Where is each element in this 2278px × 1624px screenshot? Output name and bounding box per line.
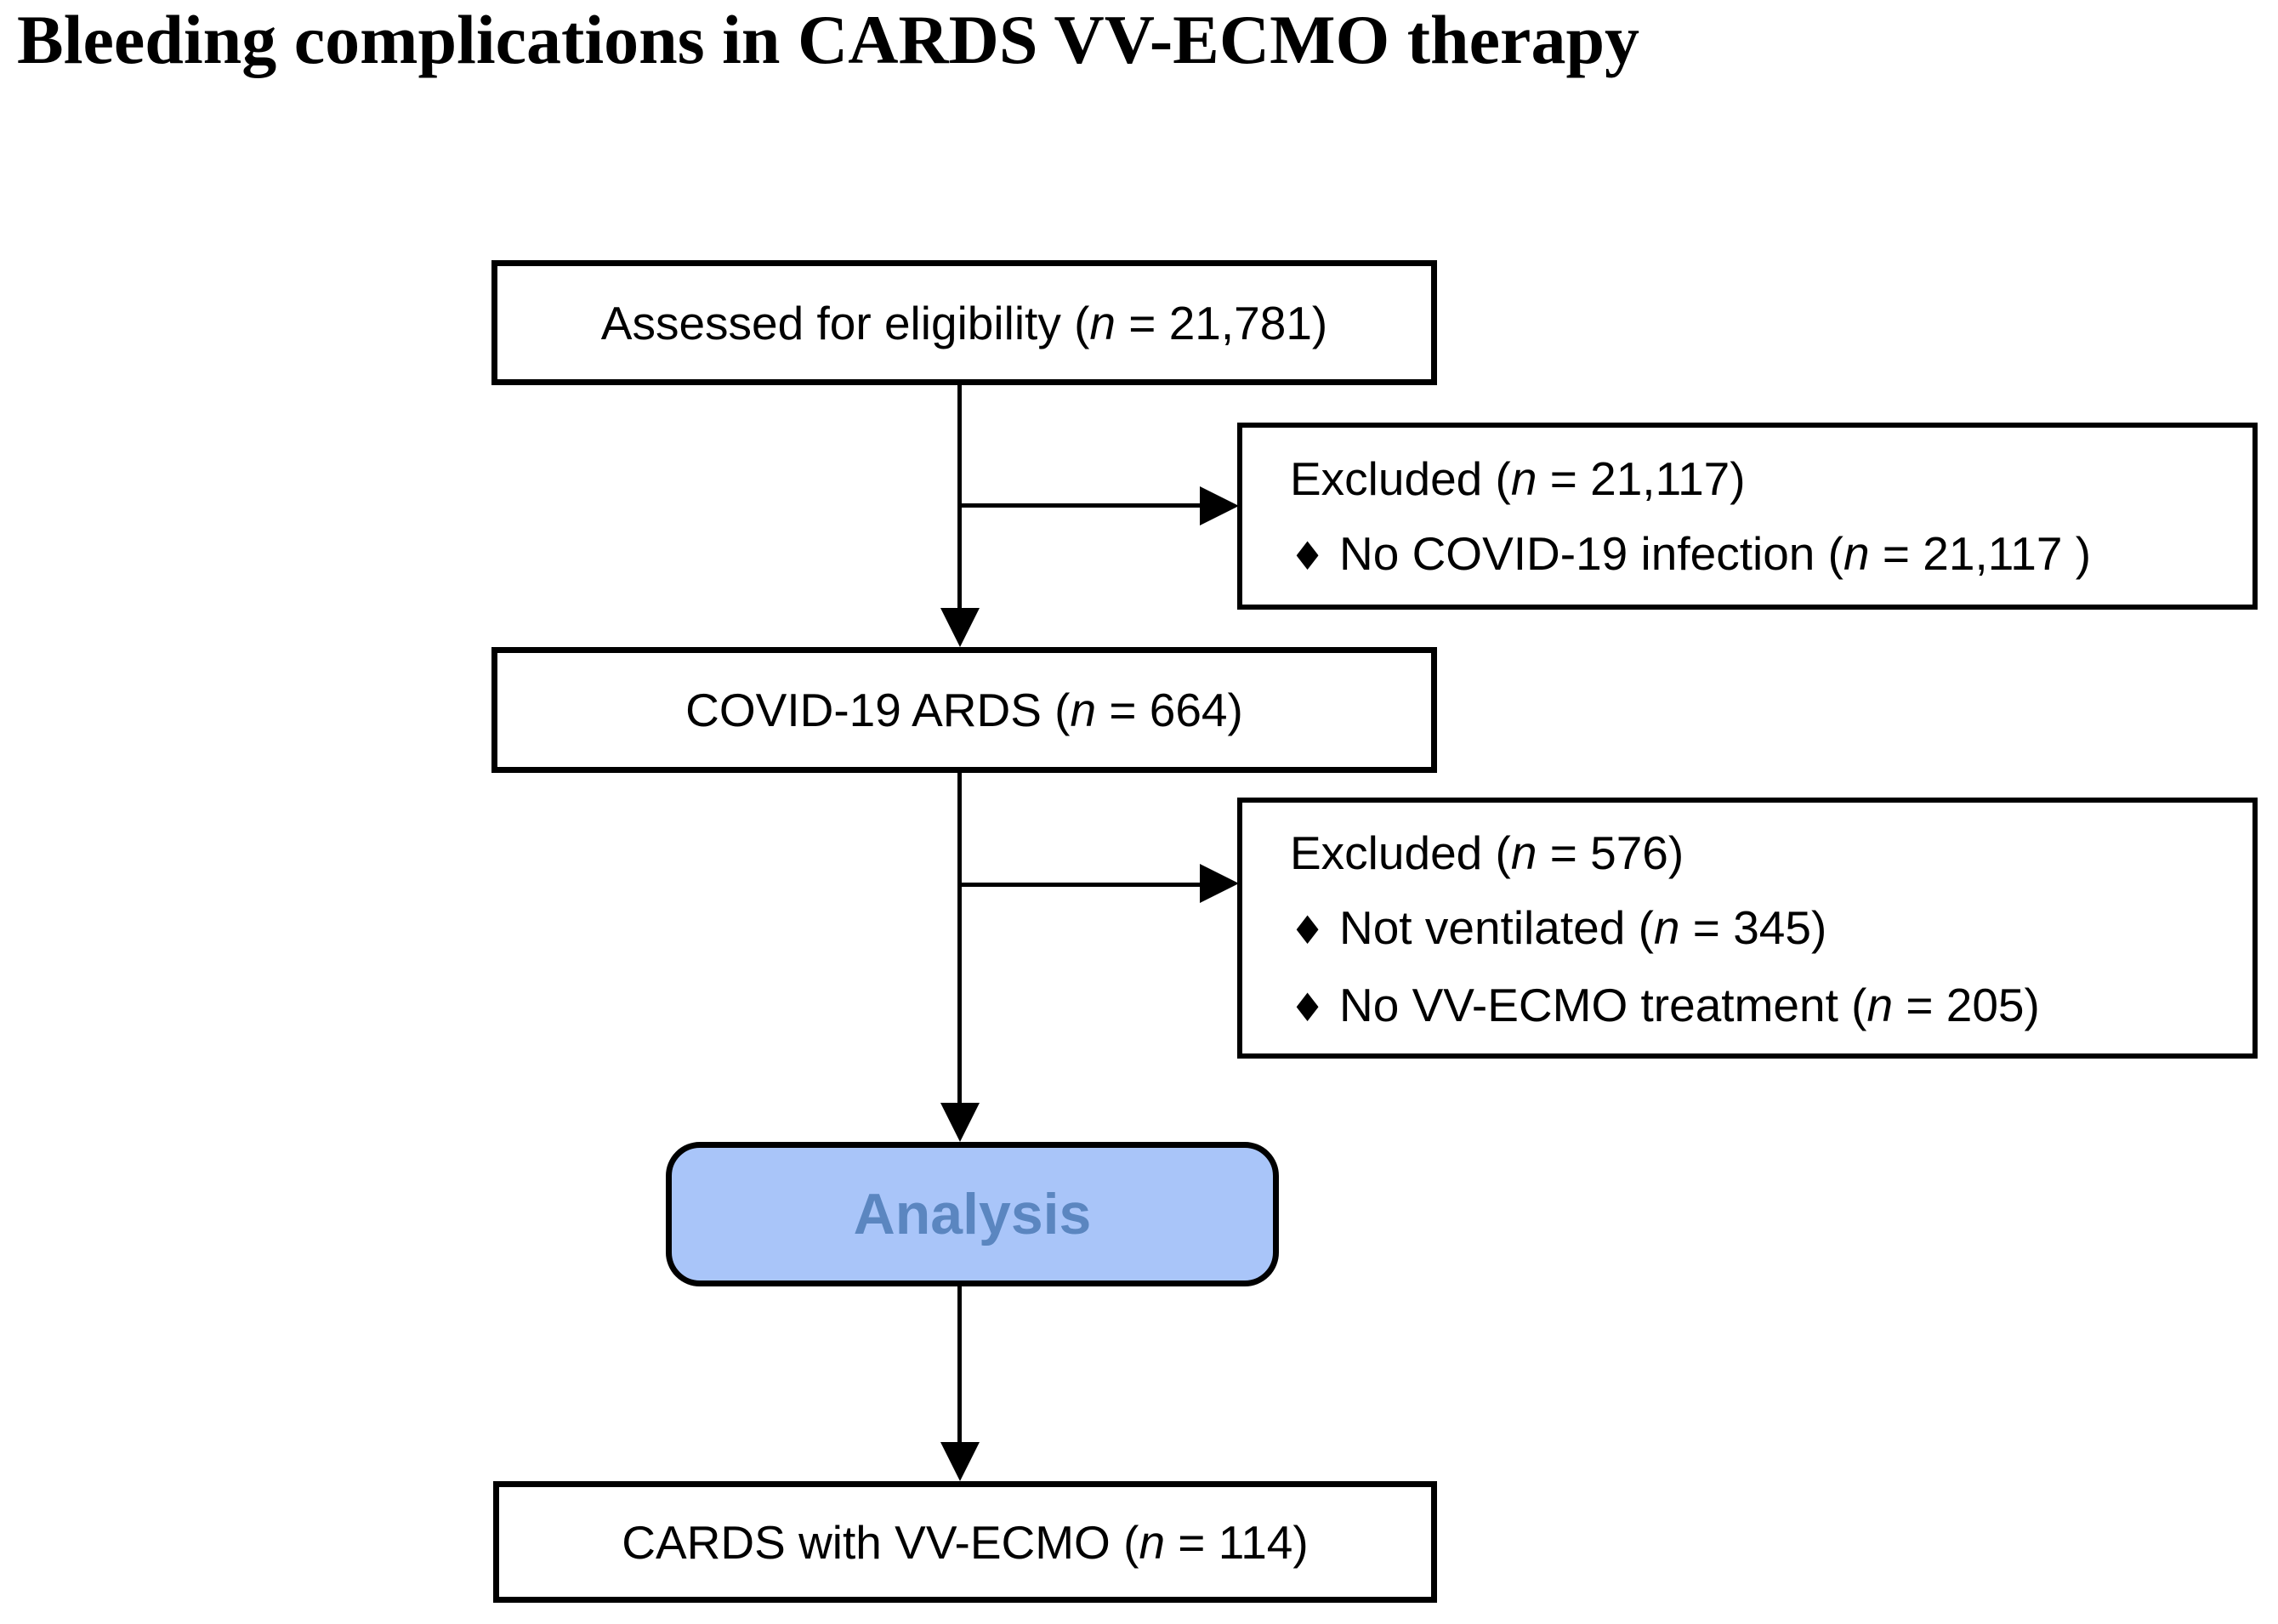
diamond-bullet-icon: ♦ <box>1290 533 1326 579</box>
node-label: Assessed for eligibility (n = 21,781) <box>600 296 1328 349</box>
excluded-2-item: ♦ No VV-ECMO treatment (n = 205) <box>1290 968 2239 1045</box>
node-label: COVID-19 ARDS (n = 664) <box>685 684 1243 736</box>
arrowhead-down-icon <box>940 1442 980 1481</box>
diamond-bullet-icon: ♦ <box>1290 907 1326 953</box>
excluded-1-item-label: No COVID-19 infection (n = 21,117 ) <box>1339 527 2092 580</box>
excluded-1-header: Excluded (n = 21,117) <box>1290 452 1746 505</box>
arrowhead-down-icon <box>940 1103 980 1142</box>
node-label: CARDS with VV-ECMO (n = 114) <box>622 1515 1309 1569</box>
diagram-title: Bleeding complications in CARDS VV-ECMO … <box>17 1 1640 78</box>
diamond-bullet-icon: ♦ <box>1290 985 1326 1031</box>
node-covid19-ards: COVID-19 ARDS (n = 664) <box>491 647 1437 773</box>
node-assessed-for-eligibility: Assessed for eligibility (n = 21,781) <box>491 260 1437 385</box>
connector-branch-excluded-1 <box>957 503 1200 508</box>
node-analysis: Analysis <box>666 1142 1279 1286</box>
connector-assessed-to-ards <box>957 385 962 610</box>
excluded-2-item: ♦ Not ventilated (n = 345) <box>1290 890 2239 968</box>
arrowhead-right-icon <box>1200 864 1239 903</box>
excluded-2-header: Excluded (n = 576) <box>1290 826 1684 879</box>
connector-branch-excluded-2 <box>957 883 1200 887</box>
excluded-2-item-label: Not ventilated (n = 345) <box>1339 901 1827 954</box>
arrowhead-down-icon <box>940 608 980 647</box>
arrowhead-right-icon <box>1200 486 1239 525</box>
node-excluded-1: Excluded (n = 21,117) ♦ No COVID-19 infec… <box>1237 423 2258 610</box>
connector-ards-to-analysis <box>957 773 962 1104</box>
excluded-1-item: ♦ No COVID-19 infection (n = 21,117 ) <box>1290 516 2239 593</box>
node-excluded-2: Excluded (n = 576) ♦ Not ventilated (n = … <box>1237 798 2258 1059</box>
connector-analysis-to-final <box>957 1286 962 1444</box>
node-cards-with-vv-ecmo: CARDS with VV-ECMO (n = 114) <box>493 1481 1437 1603</box>
excluded-2-item-label: No VV-ECMO treatment (n = 205) <box>1339 979 2040 1031</box>
analysis-label: Analysis <box>853 1182 1092 1246</box>
